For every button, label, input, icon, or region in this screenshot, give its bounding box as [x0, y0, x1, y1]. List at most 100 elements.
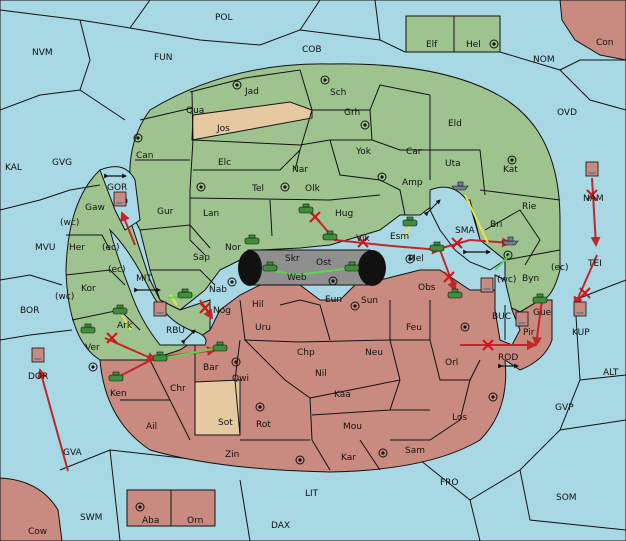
supply-center-icon	[255, 402, 265, 412]
label-aba: Aba	[142, 516, 159, 526]
label-nil: Nil	[315, 369, 327, 379]
label-ec1: (ec)	[102, 243, 120, 253]
label-obs: Obs	[418, 283, 436, 293]
label-kar: Kar	[341, 453, 356, 463]
fleet-icon	[573, 301, 587, 317]
region-con[interactable]	[559, 0, 626, 61]
x-mark-icon	[443, 271, 455, 283]
ship-icon	[451, 181, 469, 191]
supply-center-icon	[377, 172, 387, 182]
label-jad: Jad	[244, 87, 259, 97]
label-los: Los	[452, 413, 467, 423]
tank-icon	[447, 288, 463, 299]
label-zin: Zin	[225, 450, 239, 460]
supply-center-icon	[295, 455, 305, 465]
region-labels: POL NVM FUN COB NOM Con Elf Hel OVD KAL …	[5, 13, 619, 537]
region-aba[interactable]	[126, 489, 172, 527]
label-uta: Uta	[445, 159, 461, 169]
label-byn: Byn	[522, 274, 539, 284]
region-elf[interactable]	[405, 15, 455, 53]
label-kat: Kat	[503, 165, 518, 175]
label-orl: Orl	[445, 358, 458, 368]
land-borders	[65, 69, 561, 471]
label-cob: COB	[302, 45, 322, 55]
label-kal: KAL	[5, 163, 22, 173]
label-rod: ROD	[498, 353, 518, 363]
label-qua: Qua	[186, 106, 204, 116]
label-skr: Skr	[285, 254, 300, 264]
label-uru: Uru	[255, 323, 271, 333]
label-tei: TEI	[587, 259, 602, 269]
label-rbu: RBU	[166, 326, 185, 336]
region-hel[interactable]	[453, 15, 501, 53]
label-ec3: (ec)	[551, 263, 569, 273]
tank-icon	[80, 323, 96, 334]
label-nor: Nor	[225, 243, 241, 253]
label-ken: Ken	[110, 389, 127, 399]
label-gor: GOR	[107, 183, 127, 193]
tank-icon	[262, 261, 278, 272]
bay-mit	[109, 228, 207, 346]
fleet-icon	[515, 311, 529, 327]
tank-icon	[108, 371, 124, 382]
label-hil: Hil	[252, 300, 264, 310]
label-gue: Gue	[533, 308, 552, 318]
label-gvg: GVG	[52, 158, 72, 168]
label-lan: Lan	[203, 209, 219, 219]
tank-icon	[212, 341, 228, 352]
tank-icon	[322, 230, 338, 241]
label-mvu: MVU	[35, 243, 56, 253]
label-neu: Neu	[365, 348, 383, 358]
tank-icon	[152, 351, 168, 362]
region-orn[interactable]	[170, 489, 216, 527]
supply-center-icon	[88, 362, 98, 372]
label-hel: Hel	[466, 40, 481, 50]
tank-icon	[177, 288, 193, 299]
x-mark-icon	[106, 332, 118, 344]
label-nom: NOM	[533, 55, 555, 65]
label-kor: Kor	[81, 284, 96, 294]
fleet-icon	[113, 191, 127, 207]
label-eun: Eun	[325, 295, 342, 305]
label-ovd: OVD	[557, 108, 577, 118]
label-bor: BOR	[20, 306, 39, 316]
label-kup: KUP	[572, 328, 590, 338]
label-lit: LIT	[305, 489, 319, 499]
supply-center-icon	[507, 155, 517, 165]
label-ark: Ark	[117, 321, 133, 331]
supply-center-icon	[227, 277, 237, 287]
label-sap: Sap	[193, 253, 210, 263]
supply-center-icon	[280, 182, 290, 192]
label-car: Car	[406, 147, 422, 157]
supply-center-icon	[133, 133, 143, 143]
label-chr: Chr	[170, 384, 186, 394]
label-nam: NAM	[583, 194, 604, 204]
label-nar: Nar	[292, 165, 308, 175]
label-ail: Ail	[146, 422, 157, 432]
tank-icon	[112, 304, 128, 315]
supply-center-icon	[328, 276, 338, 286]
route-arrows	[104, 173, 519, 369]
fleet-icon	[31, 347, 45, 363]
supply-center-icon	[360, 120, 370, 130]
label-gvp: GVP	[555, 403, 574, 413]
x-mark-icon	[451, 237, 463, 249]
region-cow[interactable]	[0, 477, 63, 541]
region-jos[interactable]	[191, 101, 313, 141]
label-mel: Mel	[408, 254, 424, 264]
label-elc: Elc	[218, 158, 231, 168]
fleet-icon	[153, 301, 167, 317]
label-gaw: Gaw	[85, 203, 105, 213]
label-ec2: (ec)	[108, 265, 126, 275]
label-cow: Cow	[28, 527, 47, 537]
fleet-icon	[480, 277, 494, 293]
label-bri: Bri	[490, 220, 502, 230]
tank-icon	[402, 216, 418, 227]
label-sch: Sch	[330, 88, 346, 98]
label-pir: Pir	[523, 328, 535, 338]
label-nvm: NVM	[32, 48, 53, 58]
supply-center-icon	[196, 182, 206, 192]
supply-center-icon	[378, 448, 388, 458]
label-wc2: (wc)	[55, 292, 74, 302]
